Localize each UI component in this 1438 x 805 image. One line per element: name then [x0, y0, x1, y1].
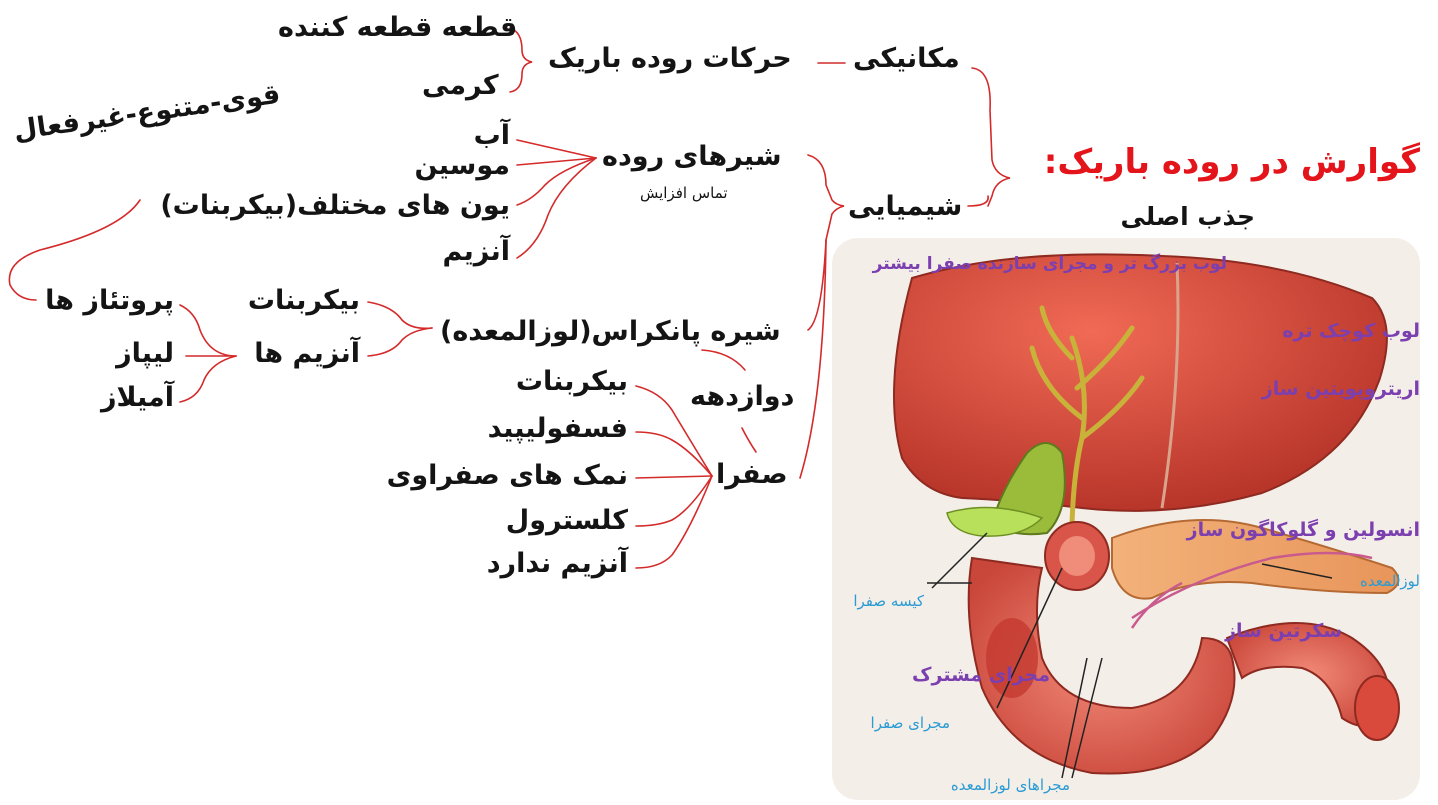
duodenum-label: دوازدهه [690, 383, 794, 410]
bile-item-no-enzyme: آنزیم ندارد [487, 550, 628, 577]
label-bile-duct: مجرای صفرا [871, 716, 950, 731]
pancreatic-item-enzymes: آنزیم ها [254, 340, 360, 367]
bile-item-bicarbonate: بیکربنات [516, 368, 628, 395]
juice-item-mucin: موسین [414, 152, 510, 179]
label-large-lobe: لوب بزرگ تر و مجرای سازنده صفرا بیشتر [873, 256, 1227, 273]
movement-item-segmentation: قطعه قطعه کننده [278, 14, 517, 41]
bile-item-cholesterol: کلسترول [506, 507, 628, 534]
movements-label: حرکات روده باریک [548, 45, 792, 72]
juice-item-water: آب [474, 122, 510, 149]
juice-item-ions: یون های مختلف(بیکربنات) [160, 192, 510, 219]
label-small-lobe: لوب کوچک تره [1282, 322, 1420, 341]
main-title: گوارش در روده باریک: [1044, 145, 1420, 179]
intestinal-juice-label: شیرهای روده [602, 143, 782, 170]
enzyme-lipase: لیپاز [116, 340, 174, 367]
juice-item-enzyme: آنزیم [443, 238, 511, 265]
label-gallbladder: کیسه صفرا [853, 594, 924, 609]
enzyme-protease: پروتئاز ها [45, 287, 174, 314]
movement-item-peristalsis: کرمی [422, 72, 499, 99]
pancreatic-item-bicarbonate: بیکربنات [248, 287, 360, 314]
main-subtitle: جذب اصلی [1120, 204, 1255, 229]
bile-label: صفرا [716, 461, 788, 488]
label-insulin: انسولین و گلوکاگون ساز [1187, 521, 1420, 540]
title-chemical: شیمیایی [848, 193, 962, 220]
liver-pancreas-illustration: لوب بزرگ تر و مجرای سازنده صفرا بیشتر لو… [832, 238, 1420, 800]
bile-item-phospholipid: فسفولیپید [488, 415, 628, 442]
label-pancreas: لوزالمعده [1360, 574, 1420, 589]
label-secretin: سکرتین ساز [1225, 622, 1342, 641]
bile-item-bile-salts: نمک های صفراوی [387, 462, 628, 489]
intestinal-juice-note: تماس افزایش [640, 186, 728, 201]
label-common-duct: مجرای مشترک [912, 666, 1050, 685]
pancreatic-juice-label: شیره پانکراس(لوزالمعده) [440, 318, 781, 345]
label-erythropoietin: اریتروپویتین ساز [1262, 380, 1420, 399]
label-pancreatic-ducts: مجراهای لوزالمعده [951, 778, 1070, 793]
title-mechanical: مکانیکی [853, 45, 960, 72]
enzyme-amylase: آمیلاز [101, 384, 174, 411]
